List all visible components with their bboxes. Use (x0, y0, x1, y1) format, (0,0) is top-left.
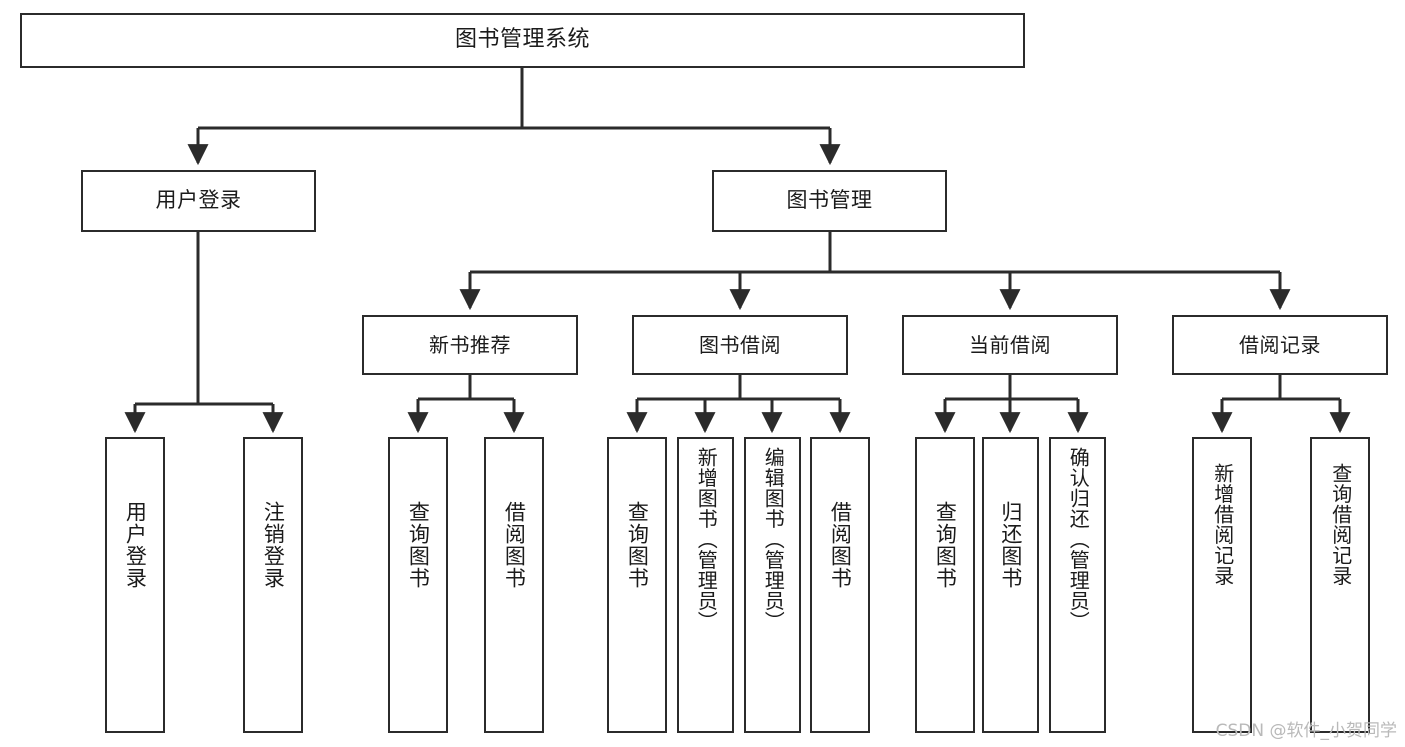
node-borrow-record[interactable]: 借阅记录 (1172, 315, 1388, 375)
leaf-borrow-book-2-label: 借阅图书 (828, 501, 853, 589)
leaf-query-record[interactable]: 查询借阅记录 (1310, 437, 1370, 733)
leaf-user-login[interactable]: 用户登录 (105, 437, 165, 733)
leaf-add-record[interactable]: 新增借阅记录 (1192, 437, 1252, 733)
leaf-add-book[interactable]: 新增图书（管理员） (677, 437, 734, 733)
leaf-return-book-label: 归还图书 (998, 501, 1023, 589)
node-user-login-label: 用户登录 (155, 188, 242, 213)
leaf-user-login-label: 用户登录 (123, 501, 148, 589)
leaf-edit-book[interactable]: 编辑图书（管理员） (744, 437, 801, 733)
leaf-edit-book-label: 编辑图书（管理员） (761, 447, 786, 632)
leaf-borrow-book-2[interactable]: 借阅图书 (810, 437, 870, 733)
node-user-login[interactable]: 用户登录 (81, 170, 316, 232)
leaf-add-book-label: 新增图书（管理员） (694, 447, 719, 632)
leaf-query-book-3-label: 查询图书 (933, 501, 958, 589)
node-current-borrow[interactable]: 当前借阅 (902, 315, 1118, 375)
leaf-borrow-book-1-label: 借阅图书 (502, 501, 527, 589)
leaf-logout-login[interactable]: 注销登录 (243, 437, 303, 733)
leaf-query-book-2-label: 查询图书 (625, 501, 650, 589)
node-root[interactable]: 图书管理系统 (20, 13, 1025, 68)
node-book-borrow-label: 图书借阅 (699, 333, 781, 357)
node-new-book-recommend-label: 新书推荐 (429, 333, 511, 357)
leaf-logout-login-label: 注销登录 (261, 501, 286, 589)
node-book-borrow[interactable]: 图书借阅 (632, 315, 848, 375)
leaf-query-book-1[interactable]: 查询图书 (388, 437, 448, 733)
leaf-add-record-label: 新增借阅记录 (1210, 463, 1235, 586)
leaf-borrow-book-1[interactable]: 借阅图书 (484, 437, 544, 733)
node-root-label: 图书管理系统 (454, 27, 590, 53)
leaf-confirm-return[interactable]: 确认归还（管理员） (1049, 437, 1106, 733)
leaf-query-book-1-label: 查询图书 (406, 501, 431, 589)
leaf-query-book-3[interactable]: 查询图书 (915, 437, 975, 733)
leaf-return-book[interactable]: 归还图书 (982, 437, 1039, 733)
leaf-query-book-2[interactable]: 查询图书 (607, 437, 667, 733)
leaf-confirm-return-label: 确认归还（管理员） (1066, 447, 1091, 632)
node-new-book-recommend[interactable]: 新书推荐 (362, 315, 578, 375)
node-borrow-record-label: 借阅记录 (1239, 333, 1321, 357)
node-book-management-label: 图书管理 (786, 188, 873, 213)
node-current-borrow-label: 当前借阅 (969, 333, 1051, 357)
leaf-query-record-label: 查询借阅记录 (1328, 463, 1353, 586)
node-book-management[interactable]: 图书管理 (712, 170, 947, 232)
